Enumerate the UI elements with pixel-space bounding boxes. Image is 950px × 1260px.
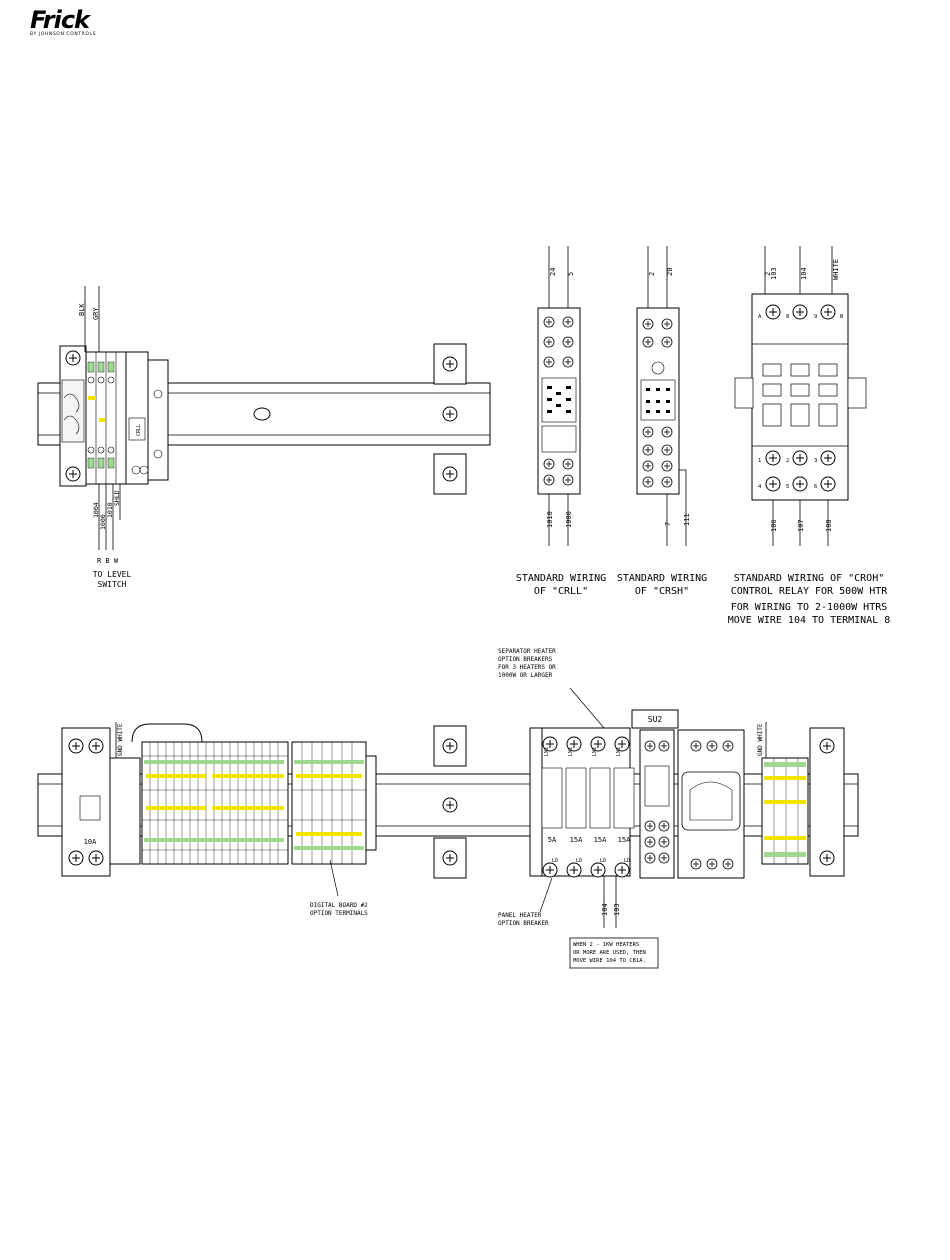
breaker-load-1: LD [552,858,558,864]
croh-term-3: 3 [814,458,817,464]
breaker-rating-15a-1: 15A [570,836,583,844]
croh-bottom-wire-107: 107 [797,519,805,532]
croh-relay: 2 103 104 WHITE A 8 9 B 1 2 3 4 [734,246,867,546]
su2-relay: SU2 [631,709,679,879]
breaker-line-1: LN1 [544,747,550,756]
crsh-relay: 2 20 7 111 [636,246,691,546]
terminal-strip-main [109,723,289,865]
croh-term-1: 1 [758,458,761,464]
croh-term-4: 4 [758,484,762,490]
croh-note: FOR WIRING TO 2-1000W HTRS MOVE WIRE 104… [727,602,891,626]
croh-top-wire-2: 2 [764,272,772,276]
breaker-load-2: LD [576,858,582,864]
separator-heater-note: SEPARATOR HEATER OPTION BREAKERS FOR 3 H… [498,648,556,679]
bottom-wire-103: 103 [613,903,621,916]
panel-heater-note: PANEL HEATER OPTION BREAKER [498,912,549,927]
breaker-group: 5A 15A 15A 15A LN1 LN1 LN1 LN1 LD LD LD … [529,727,635,878]
digital-board-note: DIGITAL BOARD #2 OPTION TERMINALS [310,902,368,917]
croh-term-a: A [758,314,762,320]
frick-logo: Frick BY JOHNSON CONTROLS [30,8,96,37]
croh-bottom-wire-108: 108 [825,519,833,532]
crll-bottom-wire-1010: 1010 [546,511,554,528]
crll-relay-tag: CRLL [136,424,142,436]
croh-top-wire-104: 104 [800,267,808,280]
wire-gry-label: GRY [92,307,100,320]
croh-term-b: B [840,314,844,320]
breaker-rating-15a-2: 15A [594,836,607,844]
crsh-bottom-wire-7: 7 [664,522,672,526]
croh-term-2: 2 [786,458,789,464]
heaters-note-text: WHEN 2 - 1KW HEATERS OR MORE ARE USED, T… [573,942,646,964]
su2-label: SU2 [648,715,663,724]
breaker-load-3: LD [600,858,606,864]
rail-stop-top [434,344,466,384]
croh-top-wire-white: WHITE [832,259,840,280]
gnd-white-left: GND WHITE [117,723,124,756]
breaker-line-4: LN1 [616,747,622,756]
wire-1000: 1000 [99,514,107,530]
wire-shld: SHLD [113,490,121,506]
wire-blk-label: BLK [78,303,86,316]
crsh-top-wire-2: 2 [648,272,656,276]
right-ground-terminals: GND WHITE [757,722,845,877]
logo-subtitle: BY JOHNSON CONTROLS [30,32,97,37]
crsh-bottom-wire-111: 111 [683,513,691,526]
crll-bottom-wire-1000: 1000 [565,511,573,528]
leader-separator [569,687,605,729]
breaker-line-2: LN1 [568,747,574,756]
crsh-caption: STANDARD WIRING OF "CRSH" [616,573,708,597]
wire-1004: 1004 [92,502,100,518]
leader-digital [329,859,339,897]
bottom-din-rail-assembly: 10A GND WHITE [37,687,859,969]
leader-panel [539,877,553,913]
crll-top-wire-5: 5 [567,272,575,276]
logo-wordmark: Frick [30,6,90,34]
crll-top-wire-24: 24 [549,268,557,276]
top-terminal-blocks: CRLL [85,351,169,485]
breaker-rating-5a: 5A [548,836,557,844]
croh-term-9: 9 [814,314,817,320]
rail-stop-bottom [434,454,466,494]
breaker-line-3: LN1 [592,747,598,756]
bottom-wire-104: 104 [601,903,609,916]
croh-bottom-wire-106: 106 [770,519,778,532]
croh-caption: STANDARD WIRING OF "CROH" CONTROL RELAY … [730,573,888,597]
wire-1010: 1010 [106,502,114,518]
croh-term-8: 8 [786,314,789,320]
top-din-rail-assembly: CRLL BLK GRY 1004 1000 1010 SHLD R B W [37,286,491,565]
heater-relay [677,729,745,879]
rbw-label: R B W [97,557,119,565]
digital-board-terminals [291,741,377,865]
crll-caption: STANDARD WIRING OF "CRLL" [515,573,607,597]
croh-term-5: 5 [786,484,789,490]
croh-top-wire-103: 103 [770,267,778,280]
crll-relay: 24 5 1010 1000 [537,246,581,546]
croh-term-6: 6 [814,484,817,490]
level-switch-caption: TO LEVEL SWITCH [92,570,132,589]
note-box [569,937,659,969]
breaker-load-4: LD [624,858,630,864]
crsh-top-wire-20: 20 [666,268,674,276]
breaker-rating-15a-3: 15A [618,836,631,844]
gnd-white-right: GND WHITE [757,723,764,756]
cb-left-rating: 10A [84,838,97,846]
